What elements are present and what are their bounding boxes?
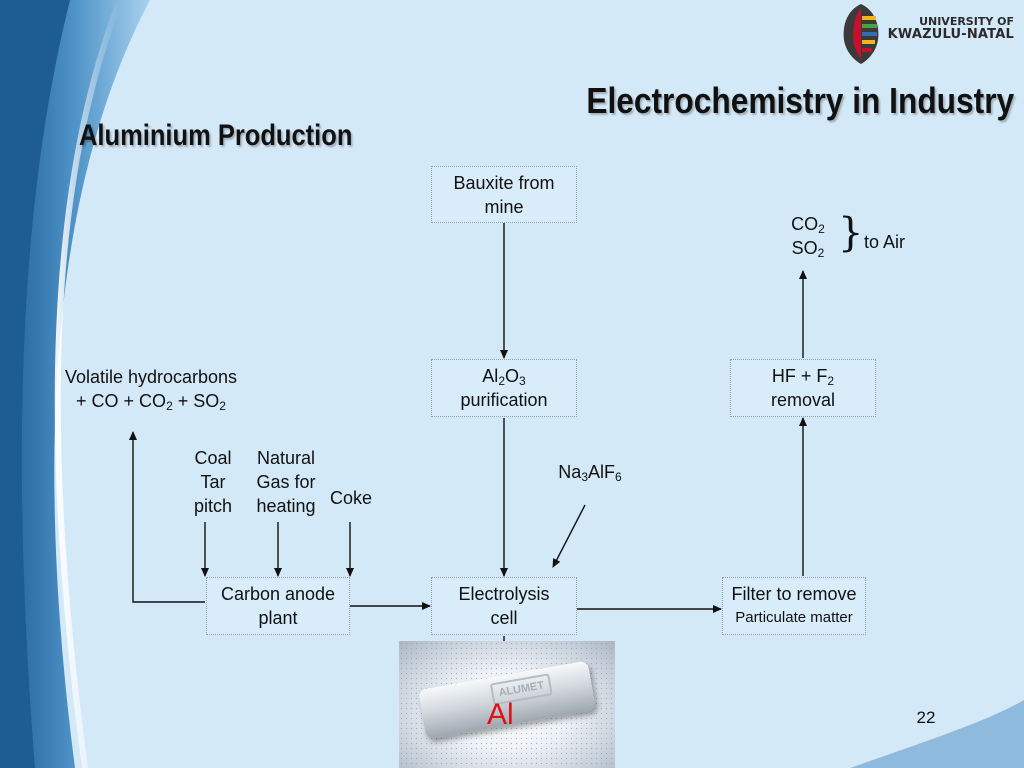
label-co2: CO2 [791,214,825,236]
label-gas-line3: heating [256,496,316,516]
node-bauxite-line2: mine [484,196,524,217]
label-volatiles: Volatile hydrocarbons + CO + CO2 + SO2 [46,365,256,413]
node-bauxite: Bauxite from mine [431,166,577,223]
university-name-line2: KWAZULU-NATAL [887,27,1014,43]
label-coal-line3: pitch [193,496,233,516]
node-carbon-anode-line1: Carbon anode [220,584,336,604]
node-filter: Filter to remove Particulate matter [722,577,866,635]
label-natural-gas: Natural Gas for heating [248,446,324,518]
label-to-air: to Air [864,232,906,252]
node-purification: Al2O3 purification [431,359,577,417]
product-label-al: Al [487,698,514,731]
slide-title: Electrochemistry in Industry [586,80,1014,121]
arrow-cryolite-to-electrolysis [552,504,586,568]
node-filter-line1: Filter to remove [731,584,857,604]
node-bauxite-line1: Bauxite from [453,172,555,193]
node-electrolysis: Electrolysis cell [431,577,577,635]
university-crest-icon [843,4,879,64]
node-purification-formula: Al2O3 [482,366,526,388]
label-volatiles-line1: Volatile hydrocarbons [64,367,238,387]
label-coke: Coke [329,488,373,508]
node-electrolysis-line2: cell [490,608,518,628]
node-carbon-anode: Carbon anode plant [206,577,350,635]
label-coal-line2: Tar [200,472,226,492]
emissions-brace: } [838,210,864,256]
label-volatiles-line2: + CO + CO2 + SO2 [76,391,226,413]
node-hf-removal-formula: HF + F2 [771,366,835,388]
node-electrolysis-line1: Electrolysis [458,584,550,604]
label-cryolite: Na3AlF6 [558,462,622,484]
aluminium-ingot-image: ALUMET [399,641,615,768]
university-name: UNIVERSITY OF KWAZULU-NATAL [880,15,1014,43]
university-name-line1: UNIVERSITY OF [919,15,1014,28]
arrow-anode-to-volatiles [129,431,205,603]
slide-subtitle: Aluminium Production [79,119,353,152]
node-carbon-anode-line2: plant [258,608,298,628]
label-coal-line1: Coal [194,448,232,468]
node-purification-line2: purification [460,390,548,410]
node-hf-removal: HF + F2 removal [730,359,876,417]
node-filter-line2: Particulate matter [735,609,853,626]
label-so2: SO2 [791,238,825,260]
label-gas-line2: Gas for [256,472,316,492]
page-number: 22 [916,708,936,727]
university-logo [836,2,886,71]
label-coal-tar-pitch: Coal Tar pitch [182,446,244,518]
label-gas-line1: Natural [256,448,316,468]
node-hf-removal-line2: removal [770,390,836,410]
